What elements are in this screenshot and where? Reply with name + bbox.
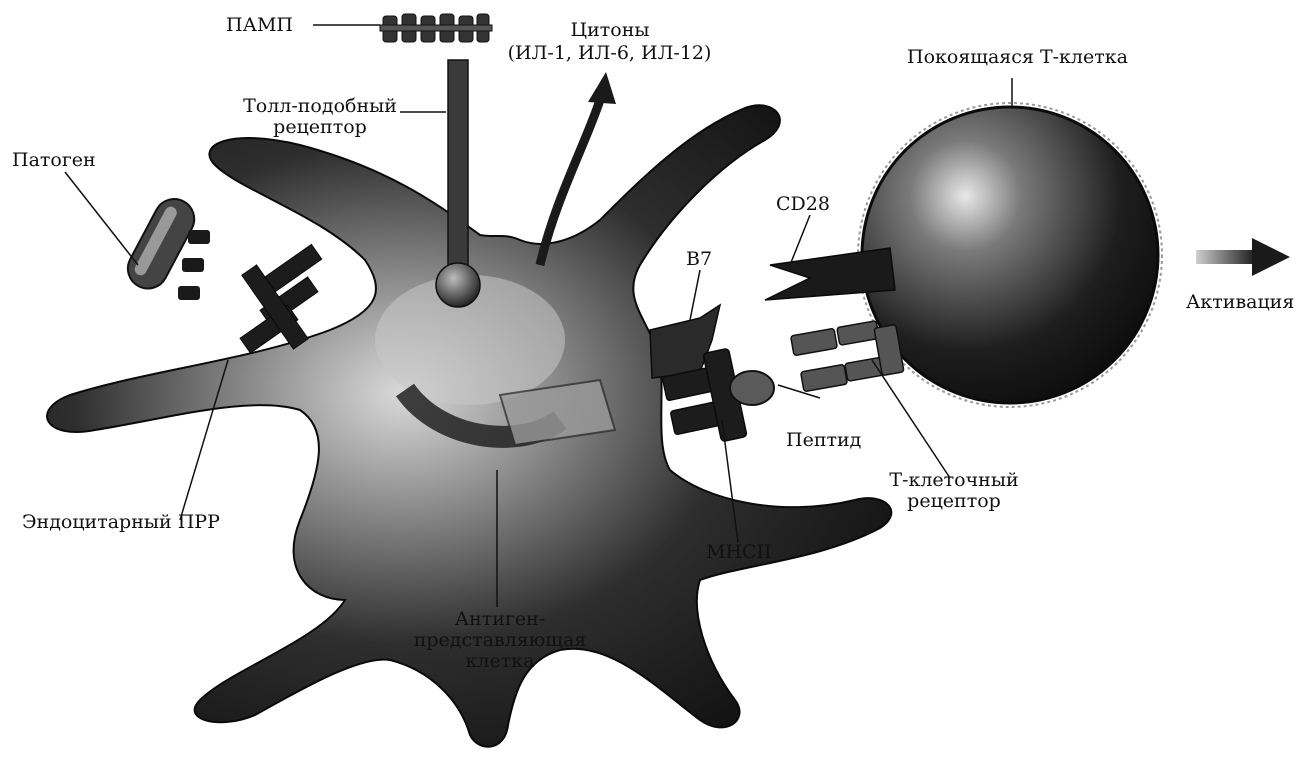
label-toll-line1: Толл-подобный [240, 96, 400, 116]
label-mhc2: MHCII [706, 542, 772, 562]
t-cell-receptor [791, 321, 904, 392]
label-toll-line2: рецептор [240, 117, 400, 137]
label-b7: B7 [686, 249, 712, 269]
activation-arrowhead [1252, 238, 1290, 276]
b7-pointer [690, 270, 700, 320]
label-peptide: Пептид [786, 430, 861, 450]
label-cytokines-line1: Цитоны [550, 20, 670, 40]
cd28-receptor [765, 248, 895, 300]
cd28-pointer [790, 215, 810, 265]
label-cd28: CD28 [776, 194, 830, 214]
peptide [730, 371, 774, 405]
pathogen-bacterium [121, 192, 201, 296]
label-apc-line3: клетка [420, 651, 580, 671]
label-resting-tcell: Покоящаяся Т-клетка [907, 47, 1128, 67]
label-endocytic-prr: Эндоцитарный ПРР [22, 512, 220, 532]
label-activation: Активация [1186, 292, 1294, 312]
toll-receptor-stalk [448, 60, 468, 275]
label-cytokines-line2: (ИЛ-1, ИЛ-6, ИЛ-12) [502, 43, 717, 63]
label-pamp: ПАМП [226, 15, 293, 35]
resting-tcell-body [862, 107, 1158, 403]
pamp-molecule [380, 14, 492, 42]
label-tcr-line1: Т-клеточный [884, 470, 1024, 490]
label-tcr-line2: рецептор [884, 491, 1024, 511]
label-apc-line1: Антиген- [420, 609, 580, 629]
label-pathogen: Патоген [12, 150, 96, 170]
toll-receptor-knob [436, 263, 480, 307]
activation-arrow-shaft [1196, 250, 1256, 264]
label-apc-line2: представляющая [410, 630, 590, 650]
cytokine-arrowhead [588, 72, 616, 104]
